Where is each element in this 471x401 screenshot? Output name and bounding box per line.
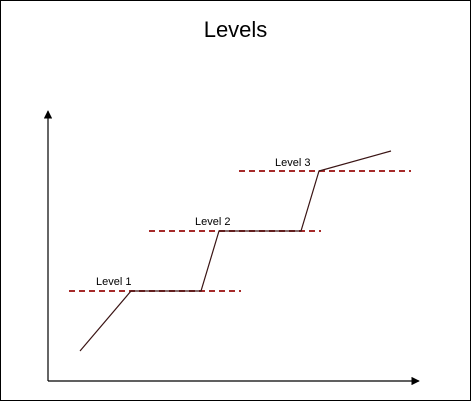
- diagram-title: Levels: [203, 17, 268, 42]
- step-curve: [79, 150, 392, 352]
- level-3-label: Level 3: [275, 157, 310, 169]
- level-2-label: Level 2: [195, 216, 230, 228]
- level-1-label: Level 1: [96, 276, 131, 288]
